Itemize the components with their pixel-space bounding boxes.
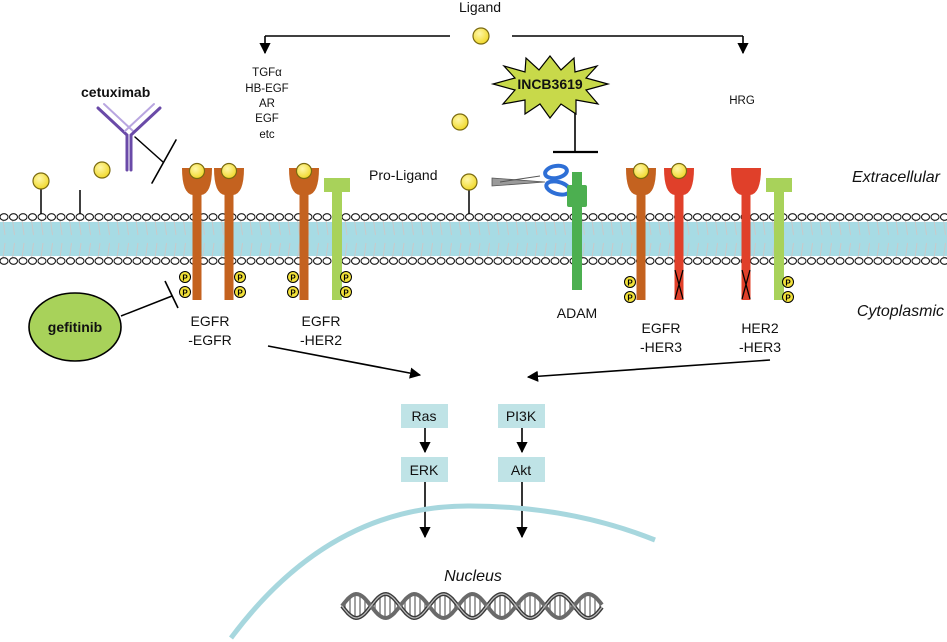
akt-box [498, 457, 545, 482]
pi3k-box [498, 404, 545, 428]
dimer-label-egfr-egfr-line1: EGFR [191, 313, 230, 329]
phosphate-icon [234, 271, 246, 283]
dimer-label-her2-her3-line2: -HER3 [739, 339, 781, 355]
svg-text:P: P [343, 274, 349, 283]
phosphate-icon [782, 276, 794, 288]
ligand-label: Ligand [459, 0, 501, 15]
dna-helix-icon [340, 591, 604, 621]
dimer-label-egfr-her3-line1: EGFR [642, 320, 681, 336]
cytoplasmic-label: Cytoplasmic [857, 303, 944, 320]
svg-text:P: P [182, 289, 188, 298]
ligand-icon [460, 173, 478, 191]
pi3k-label: PI3K [506, 408, 537, 424]
adam-label: ADAM [557, 305, 597, 321]
ligand-icon [472, 27, 490, 45]
pro-ligand [460, 173, 478, 214]
erk-box [401, 457, 448, 482]
svg-text:P: P [182, 274, 188, 283]
ligand-list-item: etc [259, 129, 275, 141]
ligand-icon [632, 162, 650, 180]
starburst-icon [490, 55, 611, 120]
phosphate-icon [287, 271, 299, 283]
her2-her3-dimer: PP [731, 168, 794, 303]
phosphate-icon [624, 276, 636, 288]
gefitinib-label: gefitinib [48, 319, 102, 335]
ligand-icon [295, 162, 313, 180]
ligand-list: TGFα HB-EGF AR EGF etc [245, 67, 288, 141]
phosphate-icon [179, 271, 191, 283]
phosphate-icon [782, 291, 794, 303]
dimer-label-egfr-egfr-line2: -EGFR [188, 332, 232, 348]
ligand-list-item: TGFα [252, 67, 282, 79]
ligand-icon [220, 162, 238, 180]
erk-label: ERK [410, 462, 439, 478]
svg-text:P: P [290, 289, 296, 298]
svg-text:P: P [343, 289, 349, 298]
svg-text:P: P [785, 294, 791, 303]
ligand-icon [32, 172, 50, 190]
dimer-label-egfr-her2-line1: EGFR [302, 313, 341, 329]
phosphate-icon [287, 286, 299, 298]
cetuximab-label: cetuximab [81, 84, 150, 100]
phosphate-icon [340, 271, 352, 283]
gefitinib-inhibitor: gefitinib [28, 280, 179, 362]
ligand-icon [93, 161, 111, 179]
nucleus-envelope [228, 503, 656, 640]
dimer-label-egfr-her3-line2: -HER3 [640, 339, 682, 355]
ligand-arrows [259, 35, 749, 55]
svg-text:P: P [237, 274, 243, 283]
akt-label: Akt [511, 462, 531, 478]
svg-text:P: P [785, 279, 791, 288]
extracellular-label: Extracellular [852, 169, 941, 186]
pathway-boxes: Ras ERK PI3K Akt [401, 404, 545, 482]
scissors-icon [491, 163, 572, 197]
dimer-label-egfr-her2-line2: -HER2 [300, 332, 342, 348]
ligand-list-item: AR [259, 98, 275, 110]
ligand-icon [670, 162, 688, 180]
proligand-label: Pro-Ligand [369, 167, 438, 183]
phosphate-icon [340, 286, 352, 298]
dimer-label-her2-her3-line1: HER2 [741, 320, 779, 336]
svg-text:P: P [290, 274, 296, 283]
ligand-list-item: EGF [255, 113, 279, 125]
svg-text:P: P [237, 289, 243, 298]
egfr-her3-dimer: PP [624, 162, 694, 303]
ligand-icon [451, 113, 469, 131]
svg-text:P: P [627, 279, 633, 288]
free-ligands [93, 27, 490, 179]
gefitinib-ellipse [28, 292, 122, 362]
ligand-list-item: HB-EGF [245, 83, 288, 95]
phosphate-icon [234, 286, 246, 298]
dimer-labels: EGFR -EGFR EGFR -HER2 EGFR -HER3 HER2 -H… [188, 313, 781, 355]
incb3619-inhibitor: INCB3619 [490, 55, 611, 154]
incb3619-label: INCB3619 [517, 76, 583, 92]
hrg-label: HRG [729, 95, 755, 107]
phosphate-icon [179, 286, 191, 298]
svg-text:P: P [627, 294, 633, 303]
phosphate-icon [624, 291, 636, 303]
tethered-ligands-left [32, 172, 81, 214]
adam-protease [567, 172, 587, 290]
cetuximab-antibody-icon [96, 103, 177, 184]
ras-box [401, 404, 448, 428]
ligand-icon [188, 162, 206, 180]
ras-label: Ras [412, 408, 437, 424]
cell-membrane [0, 213, 947, 265]
nucleus-label: Nucleus [444, 568, 502, 585]
